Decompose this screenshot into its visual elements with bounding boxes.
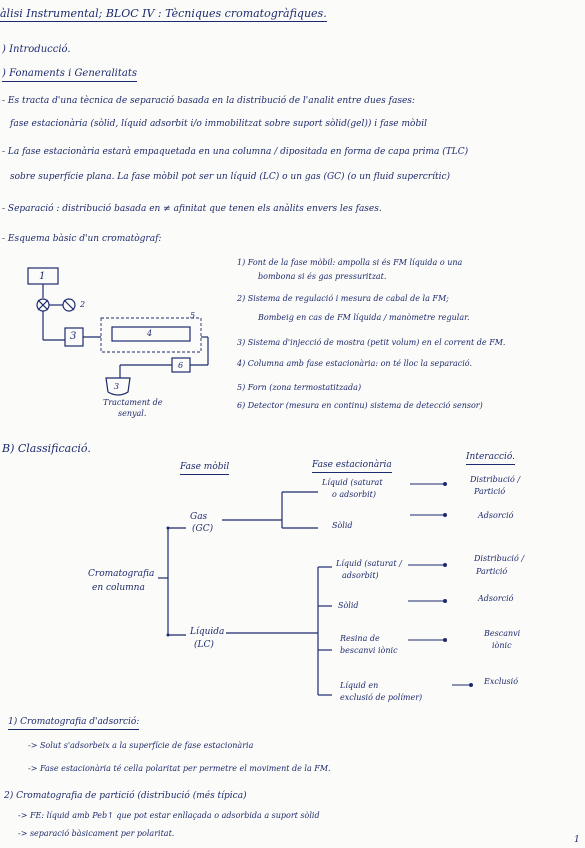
tree-liquid-stationary-2: Sòlid <box>338 601 359 610</box>
component-line: 4) Columna amb fase estacionària: on té … <box>237 359 472 368</box>
paragraph-4: - Esquema bàsic d'un cromatògraf: <box>2 234 162 244</box>
component-line: bombona si és gas pressuritzat. <box>258 272 387 281</box>
page-number: 1 <box>574 835 580 845</box>
tree-liquid-line-1: Líquida <box>190 627 225 637</box>
waste-tank-icon <box>105 377 131 396</box>
component-line: 1) Font de la fase mòbil: ampolla si és … <box>237 258 463 267</box>
schematic-label-4: 4 <box>147 329 153 338</box>
page-title: àlisi Instrumental; BLOC IV : Tècniques … <box>0 7 327 22</box>
oven-zone <box>100 317 202 353</box>
paragraph-1-line-1: - Es tracta d'una tècnica de separació b… <box>2 96 415 106</box>
note-1-line-a: -> Solut s'adsorbeix a la superfície de … <box>28 741 254 750</box>
paragraph-3: - Separació : distribució basada en ≠ af… <box>2 204 382 214</box>
tree-gas-stationary-1-line-2: o adsorbit) <box>332 490 377 499</box>
tree-liquid-stationary-3-line-1: Resina de <box>340 634 380 643</box>
schematic-caption-1: Tractament de <box>103 398 163 407</box>
schematic-box-4 <box>111 326 191 342</box>
column-stationary-phase: Fase estacionària <box>312 459 392 473</box>
tree-liquid-interaction-3-line-2: iònic <box>492 641 512 650</box>
tree-liquid-interaction-1-line-2: Partició <box>476 567 508 576</box>
tree-gas-interaction-1-line-1: Distribució / <box>470 475 521 484</box>
tree-liquid-line-2: (LC) <box>194 640 214 650</box>
tree-liquid-stationary-1-line-1: Líquid (saturat / <box>336 559 402 568</box>
component-line: 5) Forn (zona termostatitzada) <box>237 383 362 392</box>
column-interaction: Interacció. <box>466 451 516 465</box>
note-2-line-b: -> separació bàsicament per polaritat. <box>18 829 175 838</box>
tree-root-line-1: Cromatografia <box>88 569 155 579</box>
tree-gas-interaction-2: Adsorció <box>478 511 514 520</box>
component-line: 3) Sistema d'injecció de mostra (petit v… <box>237 338 506 347</box>
paragraph-2-line-2: sobre superfície plana. La fase mòbil po… <box>10 172 451 182</box>
tree-liquid-stationary-4-line-1: Líquid en <box>340 681 379 690</box>
schematic-caption-2: senyal. <box>118 409 147 418</box>
column-mobile-phase: Fase mòbil <box>180 461 230 475</box>
schematic-label-1: 1 <box>39 271 46 282</box>
section-classification: B) Classificació. <box>2 442 91 455</box>
tree-liquid-stationary-3-line-2: bescanvi iònic <box>340 646 398 655</box>
tree-liquid-interaction-4: Exclusió <box>484 677 519 686</box>
schematic-label-3: 3 <box>70 331 77 342</box>
tree-gas-stationary-2: Sòlid <box>332 521 353 530</box>
tree-gas-line-1: Gas <box>190 512 208 522</box>
tree-liquid-interaction-2: Adsorció <box>478 594 514 603</box>
component-line: 2) Sistema de regulació i mesura de caba… <box>237 294 449 303</box>
schematic-label-5: 5 <box>190 311 196 320</box>
paragraph-2-line-1: - La fase estacionària estarà empaquetad… <box>2 147 469 157</box>
tree-gas-interaction-1-line-2: Partició <box>474 487 506 496</box>
tree-gas-line-2: (GC) <box>192 524 214 534</box>
schematic-tank-label: 3 <box>114 382 120 391</box>
tree-liquid-stationary-4-line-2: exclusió de polímer) <box>340 693 423 702</box>
component-line: Bombeig en cas de FM líquida / manòmetre… <box>258 313 470 322</box>
tree-liquid-stationary-1-line-2: adsorbit) <box>342 571 379 580</box>
note-2-line-a: -> FE: líquid amb Peb↑ que pot estar enl… <box>18 811 320 820</box>
note-2-title: 2) Cromatografia de partició (distribuci… <box>4 791 247 801</box>
component-line: 6) Detector (mesura en continu) sistema … <box>237 401 483 410</box>
note-1-title: 1) Cromatografia d'adsorció: <box>8 716 140 730</box>
gauge-icon <box>62 298 76 312</box>
section-introduction: ) Introducció. <box>2 44 71 55</box>
schematic-label-2: 2 <box>80 300 86 309</box>
schematic-label-6: 6 <box>178 361 184 370</box>
section-fundamentals: ) Fonaments i Generalitats <box>2 68 137 82</box>
paragraph-1-line-2: fase estacionària (sòlid, líquid adsorbi… <box>10 119 427 129</box>
tree-liquid-interaction-1-line-1: Distribució / <box>474 554 525 563</box>
tree-liquid-interaction-3-line-1: Bescanvi <box>484 629 521 638</box>
tree-root-line-2: en columna <box>92 583 145 593</box>
note-1-line-b: -> Fase estacionària té cella polaritat … <box>28 764 331 773</box>
tree-gas-stationary-1-line-1: Líquid (saturat <box>322 478 383 487</box>
